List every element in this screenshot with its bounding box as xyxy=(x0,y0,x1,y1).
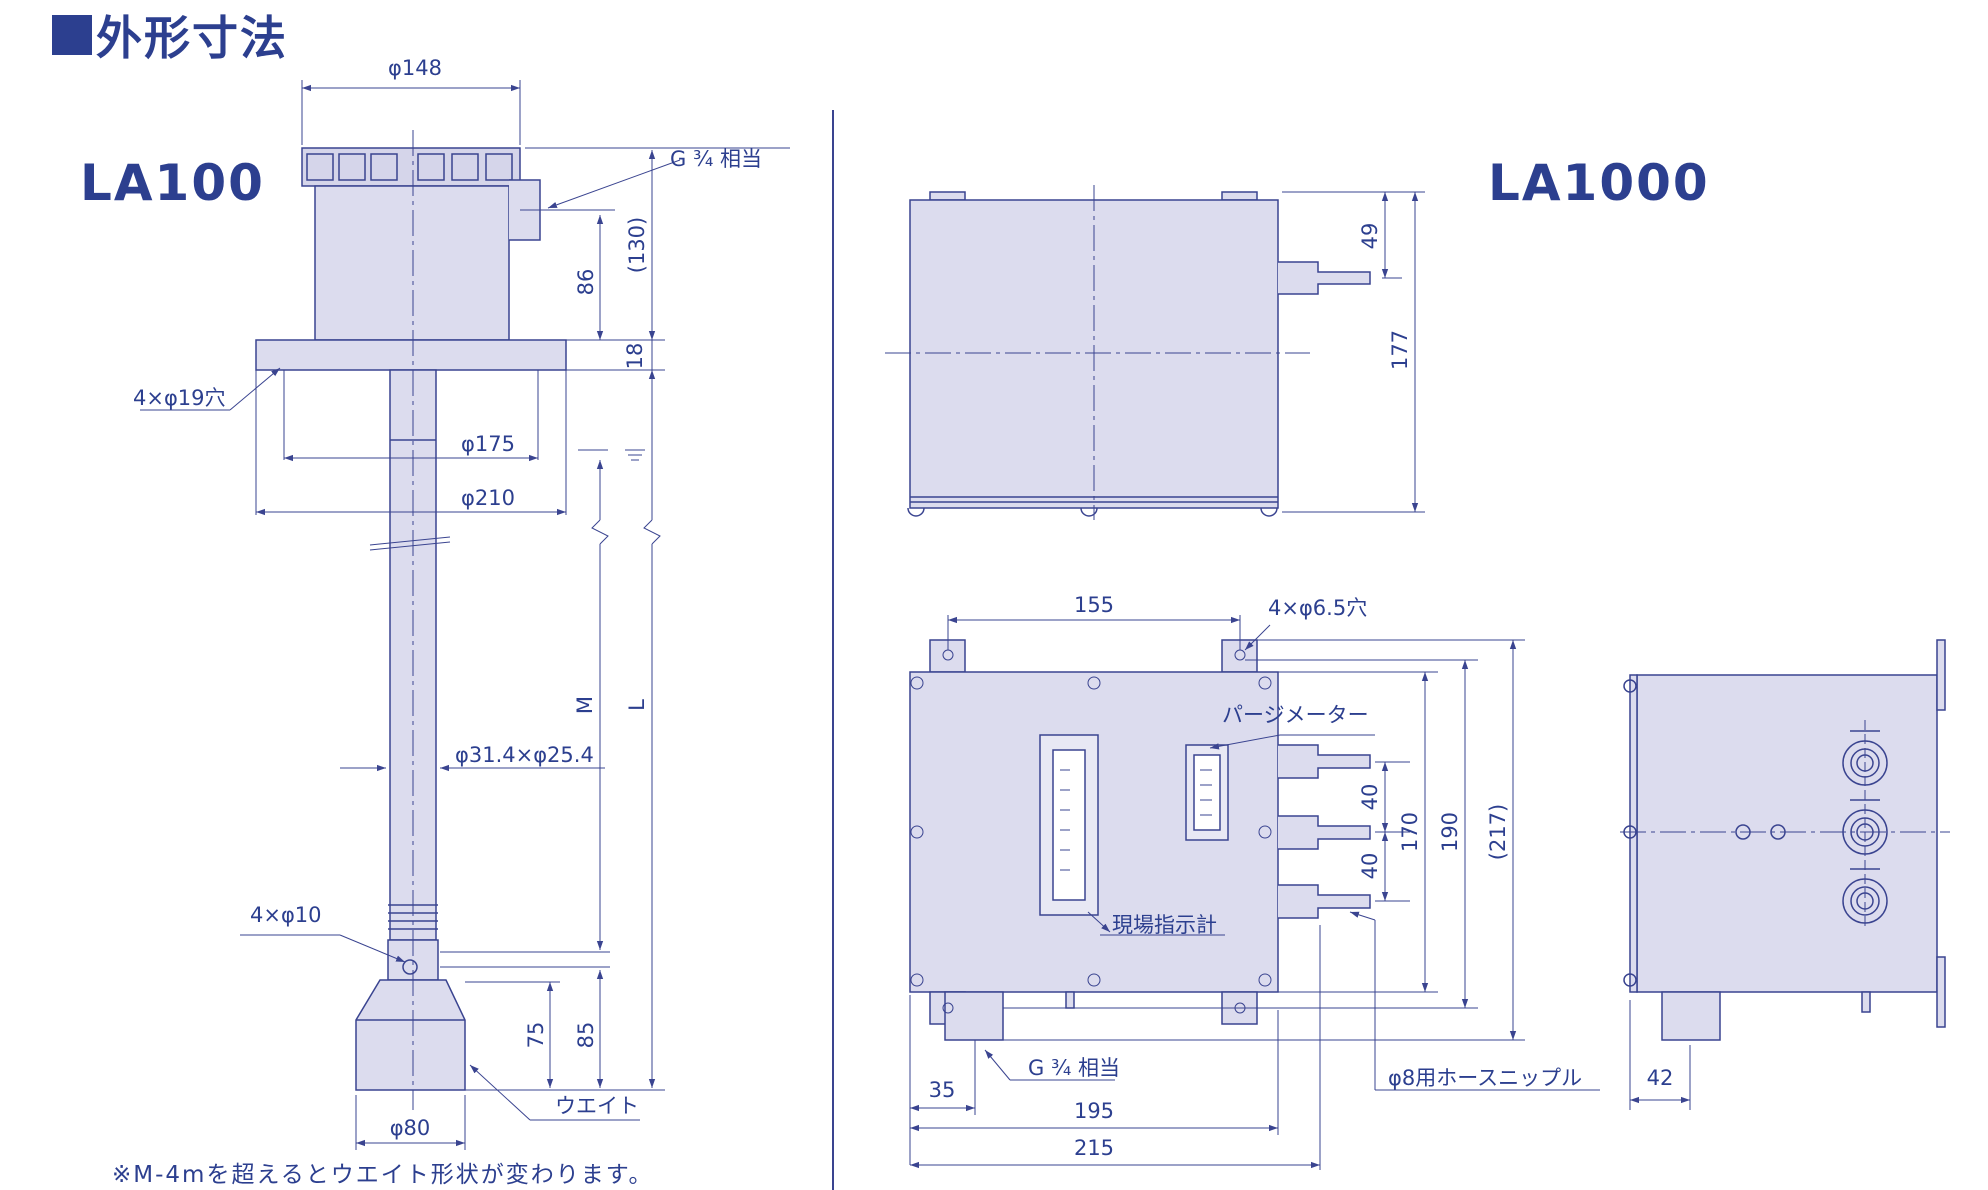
la100-drawing: LA100 xyxy=(80,56,790,1150)
la1000-dimension-labels: 49 177 155 4×φ6.5穴 パージメーター 40 40 170 190… xyxy=(929,223,1674,1160)
la1000-side-housing xyxy=(1636,674,1938,993)
dim-195: 195 xyxy=(1074,1099,1114,1123)
la100-weight xyxy=(355,979,466,1091)
la1000-dimension-lines xyxy=(909,191,1691,1170)
la100-pin-hole-icon xyxy=(402,959,418,975)
la1000-model-label: LA1000 xyxy=(1488,154,1710,212)
dim-190: 190 xyxy=(1438,812,1462,852)
header-square-icon xyxy=(52,15,92,55)
la100-dimension-labels: φ148 G ¾ 相当 86 (130) 18 4×φ19穴 φ175 φ210… xyxy=(133,56,762,1140)
dim-155: 155 xyxy=(1074,593,1114,617)
la100-model-label: LA100 xyxy=(80,154,265,212)
hose-nipple-label: φ8用ホースニップル xyxy=(1388,1066,1582,1090)
section-header: 外形寸法 xyxy=(52,2,288,68)
dim-85: 85 xyxy=(574,1022,598,1049)
dim-g34: G ¾ 相当 xyxy=(670,147,762,171)
dim-18: 18 xyxy=(623,343,647,370)
dim-42: 42 xyxy=(1647,1066,1674,1090)
dim-M: M xyxy=(573,696,597,714)
dim-phi80: φ80 xyxy=(390,1116,431,1140)
page-title: 外形寸法 xyxy=(96,11,288,65)
dim-35: 35 xyxy=(929,1078,956,1102)
dim-215: 215 xyxy=(1074,1136,1114,1160)
dim-130: (130) xyxy=(625,217,649,273)
dim-phi148: φ148 xyxy=(388,56,442,80)
la100-body xyxy=(255,147,567,1091)
footnote: ※M-4mを超えるとウエイト形状が変わります。 xyxy=(112,1162,653,1188)
la1000-top-view xyxy=(907,191,1371,517)
dim-86: 86 xyxy=(574,269,598,296)
dim-40-upper: 40 xyxy=(1358,784,1382,811)
dim-75: 75 xyxy=(524,1022,548,1049)
dim-phi210: φ210 xyxy=(461,486,515,510)
dim-177: 177 xyxy=(1388,330,1412,370)
dim-4-holes-19: 4×φ19穴 xyxy=(133,386,226,410)
dim-170: 170 xyxy=(1398,812,1422,852)
scale-marks xyxy=(1060,769,1212,871)
purge-meter-label: パージメーター xyxy=(1222,703,1369,727)
dim-40-lower: 40 xyxy=(1358,853,1382,880)
local-indicator-label: 現場指示計 xyxy=(1112,913,1217,937)
la100-dimension-lines xyxy=(140,80,790,1150)
la1000-front-view xyxy=(909,639,1371,1041)
dim-217: (217) xyxy=(1486,804,1510,860)
dim-phi175: φ175 xyxy=(461,432,515,456)
la100-flange xyxy=(255,339,567,371)
la1000-drawing: LA1000 xyxy=(885,154,1950,1170)
weight-label: ウエイト xyxy=(555,1094,639,1118)
la100-housing xyxy=(314,185,510,341)
dim-L: L xyxy=(625,699,649,711)
dim-4-holes-6-5: 4×φ6.5穴 xyxy=(1268,596,1367,620)
dim-49: 49 xyxy=(1358,223,1382,250)
dim-4-holes-10: 4×φ10 xyxy=(250,903,322,927)
la1000-side-view xyxy=(1623,639,1946,1041)
dim-g34-lower: G ¾ 相当 xyxy=(1028,1056,1120,1080)
dim-pipe-diameter: φ31.4×φ25.4 xyxy=(455,743,594,767)
